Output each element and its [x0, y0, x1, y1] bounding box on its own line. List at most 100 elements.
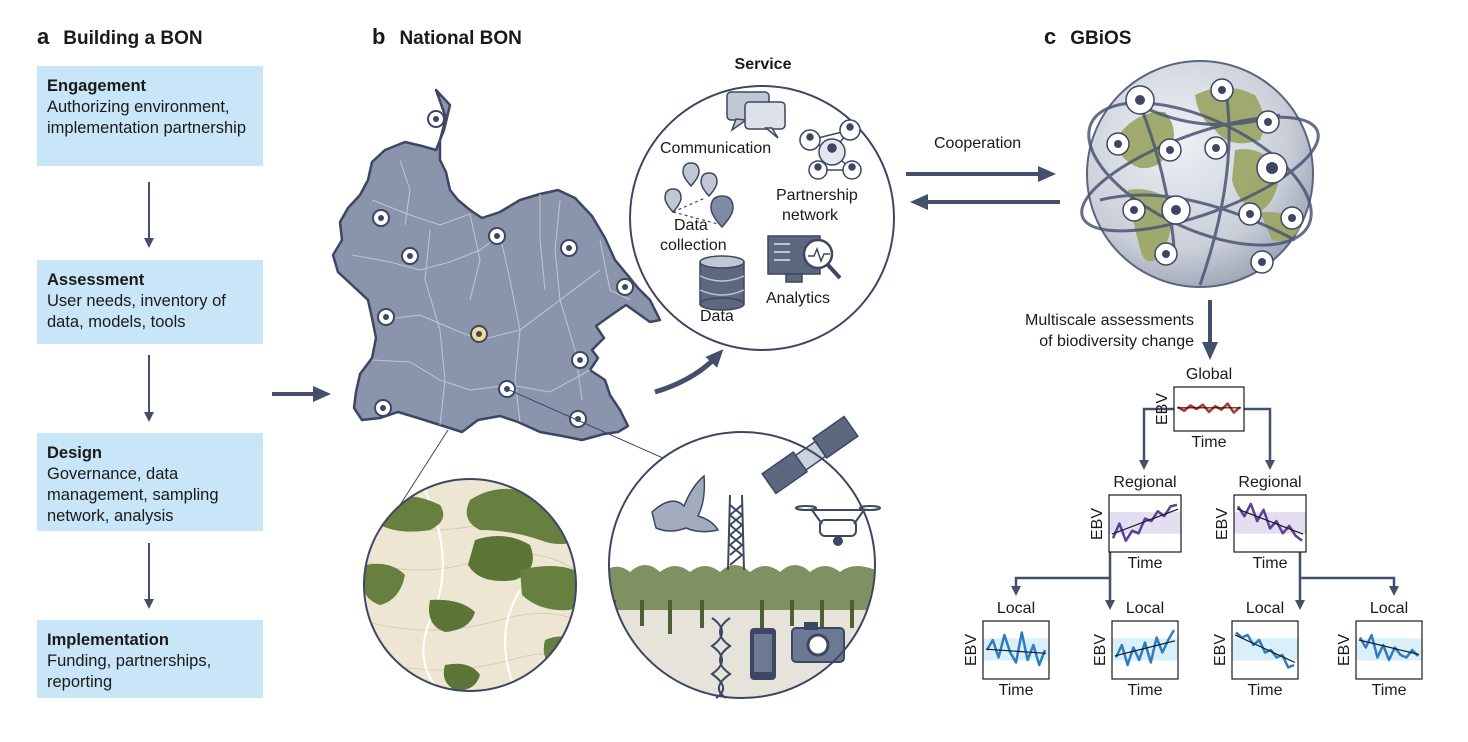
ebv-charts: [982, 386, 1423, 680]
data-collection-label: Data collection: [660, 216, 727, 256]
bird-icon: [651, 474, 720, 533]
axis-y-label: EBV: [1214, 507, 1231, 540]
ebv-chart-global: [1173, 386, 1245, 432]
data-collection-line1: Data: [674, 217, 708, 234]
globe-station-markers: [1106, 78, 1304, 274]
trend-line: [985, 648, 1047, 654]
partnership-line2: network: [782, 207, 839, 224]
communication-label: Communication: [660, 140, 772, 157]
confidence-band: [1232, 638, 1298, 661]
scale-label-local: Local: [996, 600, 1036, 617]
ebv-chart-local: [1111, 620, 1179, 680]
partnership-network-icon: [799, 119, 862, 180]
ebv-series-line: [1235, 631, 1295, 669]
panel-c-title: c GBiOS: [1044, 24, 1131, 50]
phone-icon: [750, 628, 776, 680]
trend-line: [1234, 634, 1296, 664]
panel-letter: a: [37, 24, 50, 49]
step-text: Authorizing environment, implementation …: [47, 98, 247, 137]
step-implementation: Implementation Funding, partnerships, re…: [37, 620, 263, 698]
axis-x-label: Time: [1127, 555, 1163, 572]
panel-letter: c: [1044, 24, 1057, 49]
analytics-icon: [767, 235, 842, 283]
step-title: Engagement: [47, 77, 147, 95]
data-collection-icon: [664, 162, 734, 229]
confidence-band: [1356, 638, 1422, 661]
panel-title-text: Building a BON: [63, 28, 203, 49]
chart-frame: [1111, 620, 1179, 680]
tower-icon: [727, 494, 745, 571]
panel-b-title: b National BON: [372, 24, 522, 50]
step-text: Funding, partnerships, reporting: [47, 652, 212, 691]
map-station-markers: [372, 110, 634, 428]
axis-x-label: Time: [1127, 682, 1163, 699]
chart-frame: [1173, 386, 1245, 432]
trend-line: [1114, 640, 1176, 657]
scale-label-local: Local: [1369, 600, 1409, 617]
ebv-series-line: [1111, 503, 1178, 542]
ebv-series-line: [985, 631, 1047, 667]
multiscale-line2: of biodiversity change: [1039, 333, 1194, 350]
scale-label-regional: Regional: [1113, 474, 1177, 491]
drone-icon: [795, 505, 881, 546]
step-text: User needs, inventory of data, models, t…: [47, 292, 226, 331]
trend-line: [1111, 508, 1179, 535]
partnership-label: Partnership network: [776, 186, 858, 226]
database-icon: [699, 255, 745, 311]
analytics-label: Analytics: [766, 290, 831, 307]
chart-frame: [1108, 494, 1182, 553]
ebv-chart-local: [1355, 620, 1423, 680]
service-circle: [629, 85, 895, 351]
axis-x-label: Time: [1252, 555, 1288, 572]
axis-y-label: EBV: [1336, 633, 1353, 667]
step-title: Design: [47, 444, 103, 462]
scale-label-local: Local: [1125, 600, 1165, 617]
partnership-line1: Partnership: [776, 187, 858, 204]
chart-frame: [982, 620, 1050, 680]
axis-x-label: Time: [1247, 682, 1283, 699]
step-engagement: Engagement Authorizing environment, impl…: [37, 66, 263, 166]
cooperation-label: Cooperation: [934, 135, 1022, 152]
step-title: Assessment: [47, 271, 145, 289]
communication-icon: [726, 91, 786, 139]
ebv-chart-local: [982, 620, 1050, 680]
panel-a-title: a Building a BON: [37, 24, 203, 50]
chart-frame: [1233, 494, 1307, 553]
step-text: Governance, data management, sampling ne…: [47, 465, 219, 525]
globe: [1080, 60, 1320, 288]
ebv-chart-regional: [1108, 494, 1182, 553]
data-label: Data: [700, 308, 734, 325]
axis-y-label: EBV: [963, 633, 980, 667]
axis-y-label: EBV: [1154, 392, 1171, 426]
arrow-map-to-service: [654, 349, 724, 395]
axis-y-label: EBV: [1089, 507, 1106, 540]
step-title: Implementation: [47, 631, 169, 649]
chart-frame: [1355, 620, 1423, 680]
panel-title-text: GBiOS: [1070, 28, 1132, 49]
chart-frame: [1231, 620, 1299, 680]
axis-x-label: Time: [998, 682, 1034, 699]
trend-line: [1358, 639, 1420, 656]
ebv-chart-regional: [1233, 494, 1307, 553]
step-design: Design Governance, data management, samp…: [37, 433, 263, 531]
axis-x-label: Time: [1371, 682, 1407, 699]
ebv-series-line: [1358, 633, 1419, 662]
ebv-series-line: [1114, 629, 1176, 667]
panel-letter: b: [372, 24, 386, 49]
scale-label-global: Global: [1185, 366, 1233, 383]
monitoring-circle: [608, 415, 881, 699]
panel-title-text: National BON: [399, 28, 522, 49]
step-assessment: Assessment User needs, inventory of data…: [37, 260, 263, 344]
hierarchy-arrows: [1011, 407, 1399, 610]
axis-y-label: EBV: [1212, 633, 1229, 667]
ebv-chart-local: [1231, 620, 1299, 680]
axis-y-label: EBV: [1092, 633, 1109, 667]
camera-icon: [791, 622, 845, 663]
dna-icon: [710, 617, 732, 699]
scale-label-local: Local: [1245, 600, 1285, 617]
data-collection-line2: collection: [660, 237, 727, 254]
multiscale-line1: Multiscale assessments: [1025, 312, 1194, 329]
national-map: [331, 88, 673, 506]
multiscale-label: Multiscale assessments of biodiversity c…: [994, 310, 1194, 352]
